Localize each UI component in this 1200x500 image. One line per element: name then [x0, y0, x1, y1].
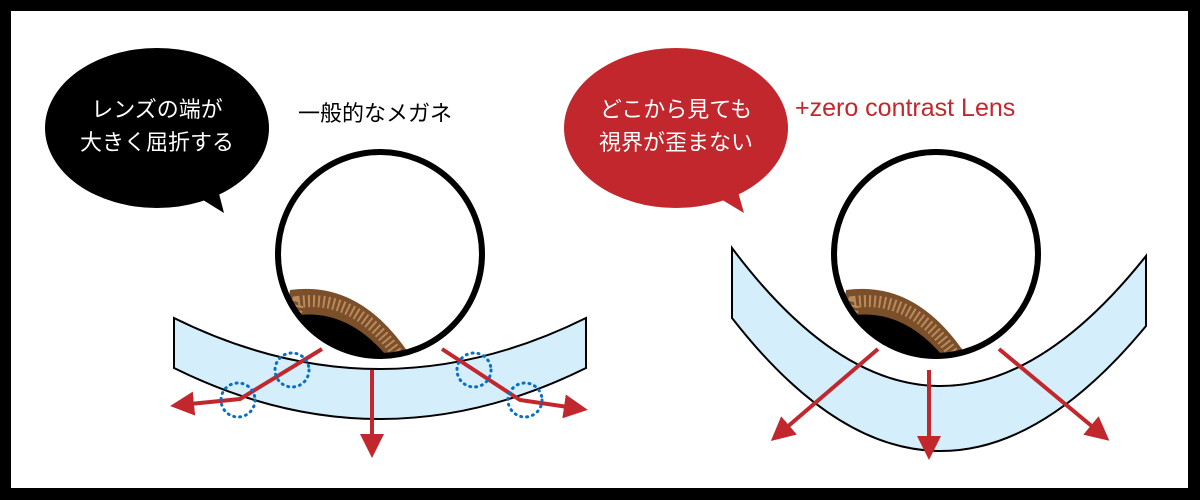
comparison-diagram — [45, 48, 1147, 460]
refracted-rays-left — [170, 347, 588, 458]
straight-rays-right — [770, 347, 1110, 460]
bubble-text-right: どこから見ても 視界が歪まない — [578, 94, 774, 160]
zero-contrast-lens-title: +zero contrast Lens — [795, 94, 1016, 122]
bubble-right-line1: どこから見ても — [599, 98, 753, 123]
zero-contrast-lens-icon — [731, 245, 1147, 452]
diagram-frame: レンズの端が 大きく屈折する どこから見ても 視界が歪まない 一般的なメガネ +… — [11, 11, 1188, 488]
bubble-left-line1: レンズの端が — [91, 98, 223, 123]
speech-bubble-right — [564, 48, 788, 213]
conventional-glasses-title: 一般的なメガネ — [298, 102, 453, 127]
eye-icon-left — [275, 149, 485, 359]
bubble-left-line2: 大きく屈折する — [79, 131, 234, 156]
bubble-right-line2: 視界が歪まない — [598, 131, 753, 156]
bubble-text-left: レンズの端が 大きく屈折する — [59, 94, 255, 160]
speech-bubble-left — [45, 48, 269, 213]
conventional-lens-icon — [173, 316, 587, 420]
eye-icon-right — [831, 149, 1041, 359]
refraction-point-markers — [219, 351, 544, 419]
